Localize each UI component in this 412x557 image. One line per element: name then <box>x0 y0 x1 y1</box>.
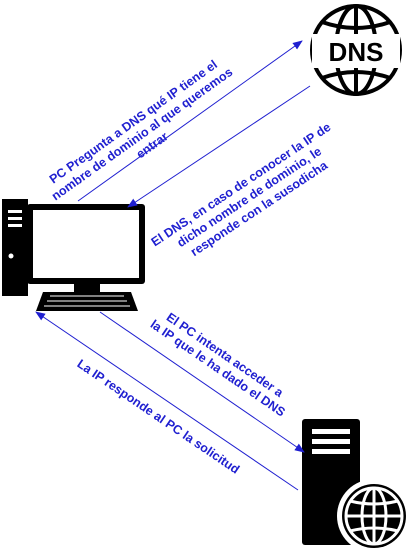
label-dns-to-pc: El DNS, en caso de conocer la IP de dich… <box>149 118 353 274</box>
arrow-pc-to-dns <box>77 40 303 202</box>
label-pc-to-server: El PC intenta acceder a la IP que le ha … <box>148 305 296 420</box>
label-pc-to-dns: PC Pregunta a DNS qué IP tiene el nombre… <box>40 51 247 216</box>
dns-label: DNS <box>329 37 384 67</box>
desktop-computer-icon <box>2 199 145 311</box>
arrow-pc-to-server <box>99 311 305 453</box>
dns-globe-icon: DNS <box>310 4 402 96</box>
server-globe-icon <box>302 419 411 553</box>
arrow-server-to-pc <box>35 311 299 491</box>
arrow-dns-to-pc <box>127 85 311 208</box>
